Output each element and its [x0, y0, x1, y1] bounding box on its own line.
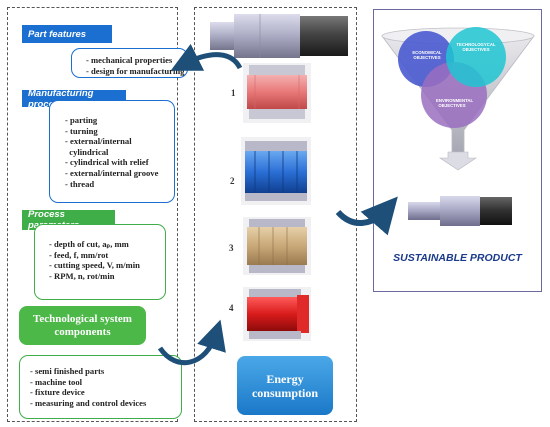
list-item: - external/internal — [65, 136, 132, 147]
energy-line2: consumption — [251, 385, 319, 400]
technological-objectives-label: TECHNOLOGYCAL OBJECTIVES — [456, 42, 496, 52]
environmental-objectives-label: ENVIRONMENTAL OBJECTIVES — [436, 98, 474, 108]
list-item: - parting — [65, 115, 98, 125]
list-item: - machine tool — [30, 376, 83, 387]
list-item: - depth of cut, aₚ, mm — [49, 239, 129, 249]
list-item: - semi finished parts — [30, 366, 105, 376]
stage-1-label: 1 — [231, 88, 236, 98]
part-features-header: Part features — [22, 25, 112, 43]
list-item: cylindrical — [65, 146, 109, 157]
arrow-icon — [157, 319, 226, 366]
technological-system-title-line1: Technological system — [33, 312, 132, 325]
list-item: - mechanical properties — [86, 55, 173, 65]
stage-2-label: 2 — [230, 176, 235, 186]
stage-1-image — [243, 63, 311, 123]
process-parameters-list: - depth of cut, aₚ, mm - feed, f, mm/rot… — [34, 224, 166, 300]
energy-line1: Energy — [266, 371, 304, 386]
sustainable-product-title: SUSTAINABLE PRODUCT — [393, 252, 522, 264]
process-stages-panel — [194, 7, 357, 422]
stage-2-image — [241, 137, 311, 205]
list-item: - fixture device — [30, 387, 85, 398]
list-item: - turning — [65, 125, 98, 136]
raw-part-image — [210, 14, 348, 58]
part-features-title: Part features — [28, 28, 87, 40]
stage-3-label: 3 — [229, 243, 234, 253]
objectives-funnel — [381, 27, 535, 171]
list-item: - cylindrical with relief — [65, 157, 149, 168]
inputs-panel — [7, 7, 178, 422]
technological-system-title-line2: components — [54, 325, 111, 338]
stage-4-label: 4 — [229, 303, 234, 313]
list-item: - cutting speed, V, m/min — [49, 260, 140, 271]
stage-3-image — [243, 217, 311, 275]
list-item: - external/internal groove — [65, 167, 159, 178]
arrow-icon — [335, 196, 398, 236]
technological-system-list: - semi finished parts - machine tool - f… — [19, 355, 182, 419]
sustainable-product-image — [408, 196, 512, 226]
arrow-icon — [170, 43, 243, 71]
economical-objectives-label: ECONOMICAL OBJECTIVES — [412, 50, 442, 60]
list-item: - RPM, n, rot/min — [49, 270, 115, 281]
energy-consumption-box: Energy consumption — [237, 356, 333, 415]
sustainability-panel — [373, 9, 542, 292]
technological-system-header: Technological system components — [19, 306, 146, 345]
list-item: - measuring and control devices — [30, 397, 147, 408]
list-item: - thread — [65, 178, 95, 189]
list-item: - feed, f, mm/rot — [49, 249, 109, 260]
stage-4-image — [243, 287, 311, 341]
list-item: - design for manufacturing — [86, 65, 185, 76]
part-features-list: - mechanical properties - design for man… — [71, 48, 188, 78]
manufacturing-processes-list: - parting - turning - external/internal … — [49, 100, 175, 203]
